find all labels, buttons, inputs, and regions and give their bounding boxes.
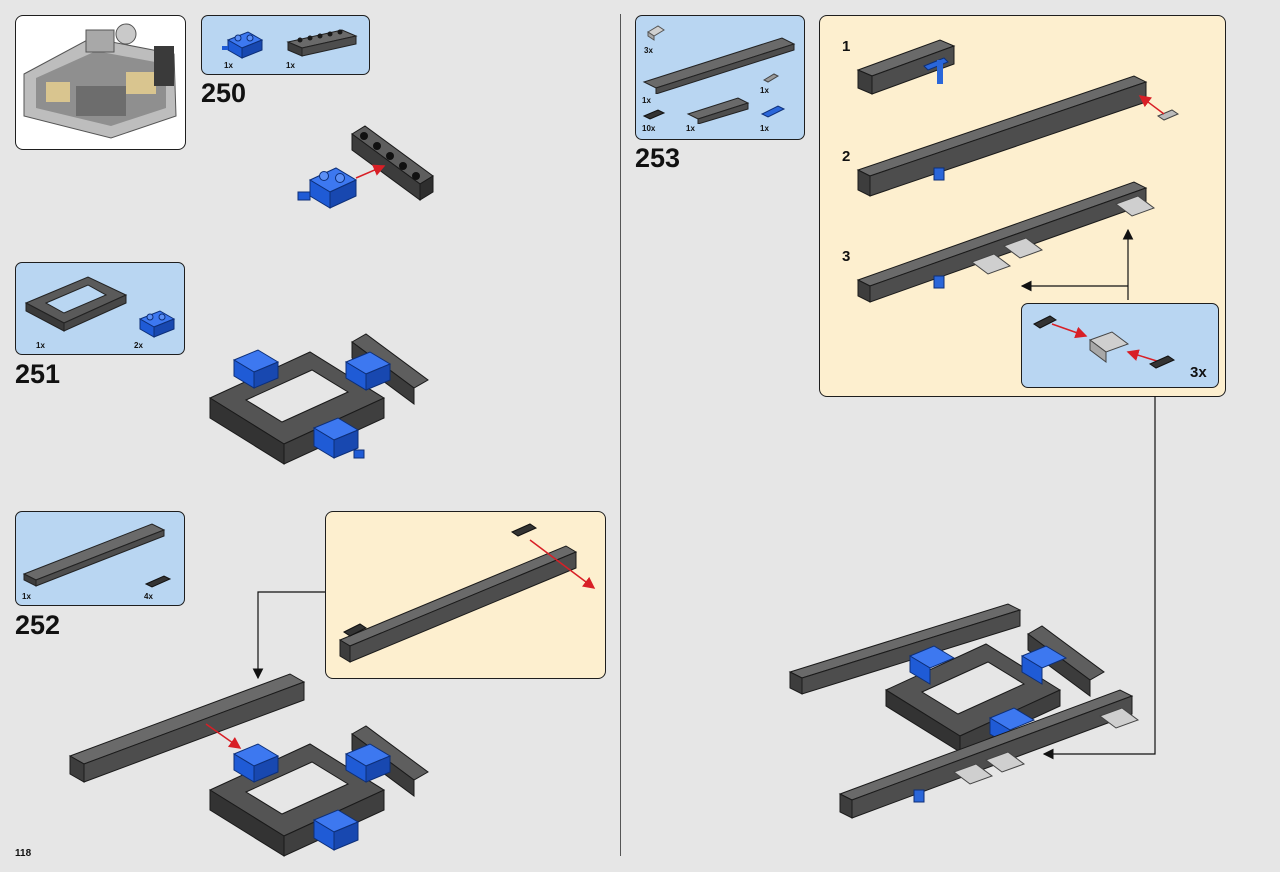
step-number-253: 253 <box>635 143 681 173</box>
step-number-251: 251 <box>15 359 61 389</box>
part-qty: 1x <box>286 61 295 70</box>
substep-1-drawing <box>856 39 956 95</box>
connector-tube-icon <box>647 25 665 41</box>
step-252-assembly <box>68 673 429 857</box>
friction-pin-icon <box>144 575 172 588</box>
model-overview-image <box>23 23 177 139</box>
model-overview-panel <box>15 15 186 150</box>
part-qty: 10x <box>642 124 656 133</box>
part-qty: 1x <box>760 124 769 133</box>
friction-pin-icon <box>642 109 666 120</box>
blue-brick-2x2-axle-icon <box>138 310 176 338</box>
part-qty: 1x <box>686 124 695 133</box>
part-qty: 1x <box>224 61 233 70</box>
page-number: 118 <box>15 848 32 859</box>
part-qty: 4x <box>144 592 153 601</box>
part-qty: 1x <box>22 592 31 601</box>
blue-brick-2x2-axle-icon <box>222 31 264 59</box>
step-250-assembly <box>297 125 434 209</box>
step-251-parts-list: 1x 2x <box>15 262 185 355</box>
step-number-250: 250 <box>201 78 247 108</box>
part-qty: 1x <box>642 96 651 105</box>
substep-number-3: 3 <box>842 248 851 265</box>
part-qty: 2x <box>134 341 143 350</box>
sub-assembly-multiplier: 3x <box>1190 364 1207 381</box>
step-number-252: 252 <box>15 610 61 640</box>
part-qty: 3x <box>644 46 653 55</box>
callout-252-leader-arrow <box>252 591 325 680</box>
callout-252-drawing <box>338 523 596 663</box>
part-qty: 1x <box>36 341 45 350</box>
blue-axle-pin-icon <box>760 105 786 118</box>
step-250-parts-list: 1x 1x <box>201 15 370 75</box>
substep-number-2: 2 <box>842 148 851 165</box>
step-253-parts-list: 3x 1x 1x 10x 1x 1x <box>635 15 805 140</box>
axle-pin-icon <box>762 73 780 83</box>
technic-beam-16-icon <box>642 37 796 94</box>
step-253-assembly <box>788 603 1140 819</box>
callout-253-leader-arrow <box>1042 396 1156 760</box>
step-252-parts-list: 1x 4x <box>15 511 185 606</box>
step-251-assembly <box>208 333 429 465</box>
substep-number-1: 1 <box>842 38 851 55</box>
part-qty: 1x <box>760 86 769 95</box>
technic-beam-16-icon <box>22 523 166 587</box>
technic-frame-icon <box>24 276 128 332</box>
technic-beam-8-icon <box>686 97 750 124</box>
substep-2-drawing <box>856 75 1180 197</box>
page-divider <box>620 14 621 856</box>
substep-3-drawing <box>856 181 1156 303</box>
technic-beam-6-icon <box>286 29 358 57</box>
sub-assembly-drawing <box>1033 315 1176 369</box>
